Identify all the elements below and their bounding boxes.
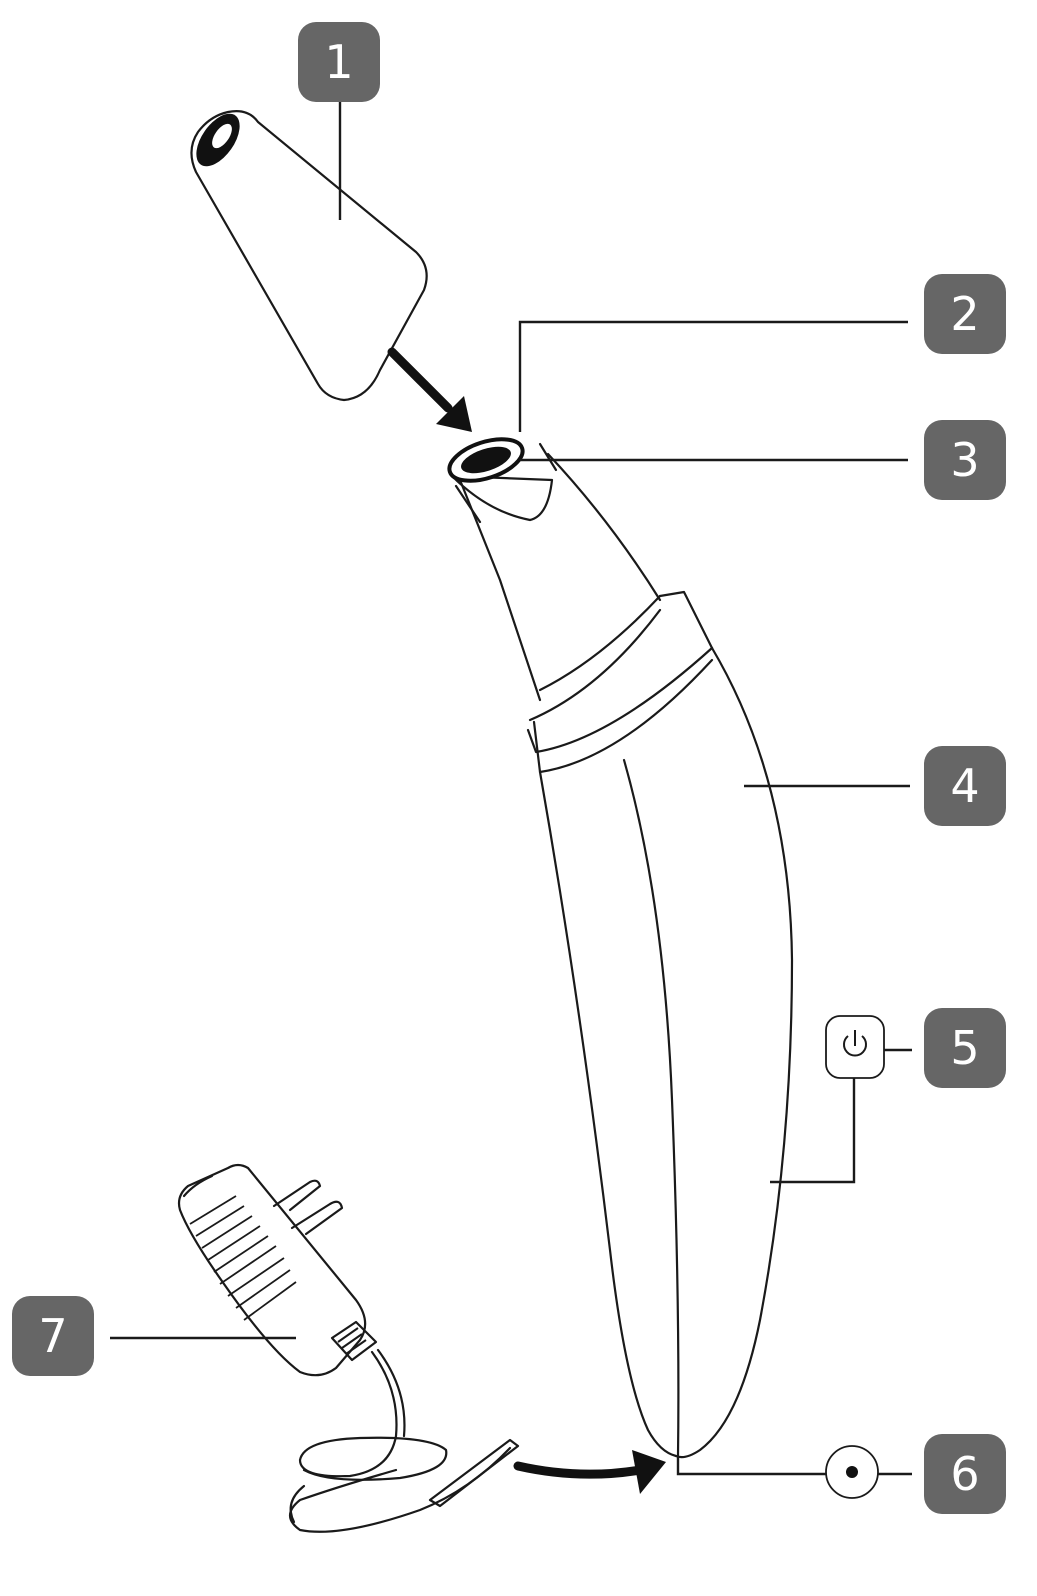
- connect-arrow: [513, 1450, 666, 1494]
- callout-7-number: 7: [38, 1309, 68, 1363]
- power-adapter-drawing: [177, 1163, 520, 1533]
- callout-2: 2: [924, 274, 1006, 354]
- callout-3: 3: [924, 420, 1006, 500]
- callout-5: 5: [924, 1008, 1006, 1088]
- callout-3-number: 3: [950, 433, 980, 487]
- callout-6-number: 6: [950, 1447, 980, 1501]
- device-body-drawing: [447, 437, 794, 1459]
- callout-4-number: 4: [950, 759, 980, 813]
- callout-6: 6: [924, 1434, 1006, 1514]
- power-icon: [825, 1015, 885, 1079]
- insert-arrow: [387, 347, 472, 432]
- callout-4: 4: [924, 746, 1006, 826]
- callout-2-number: 2: [950, 287, 980, 341]
- leader-lines: [110, 100, 912, 1476]
- callout-5-number: 5: [950, 1021, 980, 1075]
- callout-1: 1: [298, 22, 380, 102]
- nozzle-cap-drawing: [190, 110, 428, 402]
- callout-1-number: 1: [324, 35, 354, 89]
- callout-7: 7: [12, 1296, 94, 1376]
- charging-port-icon: [825, 1445, 879, 1499]
